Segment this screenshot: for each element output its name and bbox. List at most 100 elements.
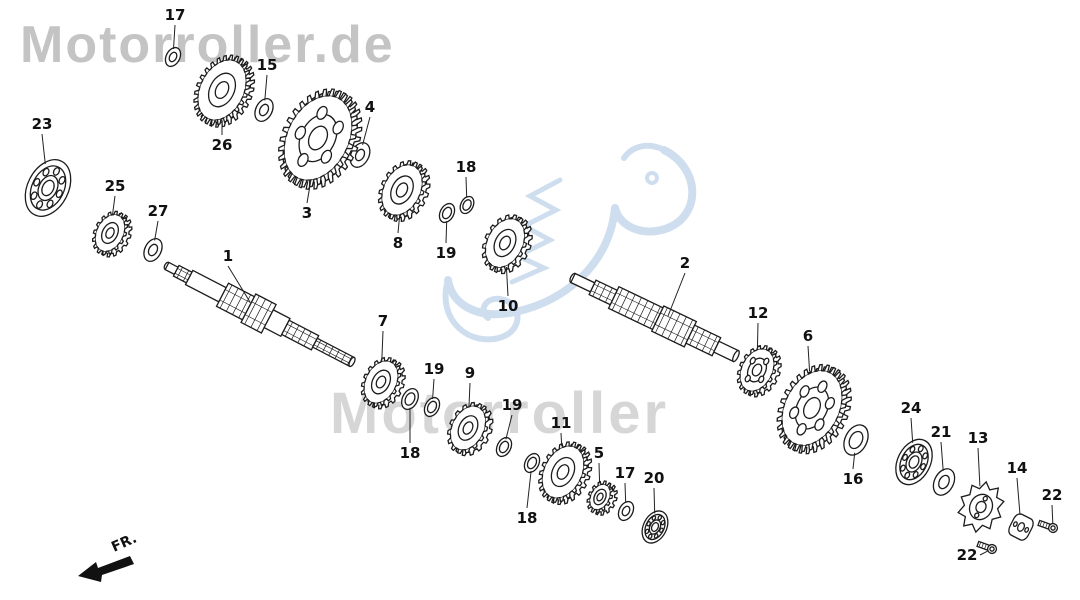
leader-line <box>667 272 686 317</box>
leader-line <box>1051 504 1054 524</box>
svg-line <box>334 349 340 359</box>
svg-circle <box>652 515 657 520</box>
svg-line <box>688 338 715 352</box>
callout-18: 18 <box>517 470 537 527</box>
svg-circle <box>1050 525 1055 530</box>
callout-23: 23 <box>32 115 52 165</box>
callout-18: 18 <box>400 407 420 462</box>
callout-17: 17 <box>165 6 185 50</box>
seahorse-logo-watermark <box>442 142 697 343</box>
svg-circle <box>478 212 533 274</box>
leader-line <box>979 550 988 556</box>
svg-circle <box>213 79 232 100</box>
leader-line <box>624 482 627 504</box>
svg-circle <box>965 490 996 523</box>
svg-line <box>174 272 189 281</box>
callout-9: 9 <box>465 364 475 407</box>
svg-circle <box>39 178 56 197</box>
part-number-label: 5 <box>594 444 604 462</box>
part-gear-6 <box>763 353 865 466</box>
leader-line <box>940 441 944 471</box>
svg-line <box>654 324 688 341</box>
bearing-face <box>889 433 940 491</box>
svg-circle <box>800 395 823 421</box>
svg-line <box>649 306 661 329</box>
svg-circle <box>621 505 632 517</box>
leader-line <box>1016 477 1021 516</box>
svg-line <box>297 328 306 343</box>
part-number-label: 17 <box>615 464 636 482</box>
leader-line <box>465 176 468 198</box>
svg-circle <box>758 375 765 383</box>
svg-line <box>661 310 675 337</box>
svg-line <box>611 302 656 324</box>
bolt-body <box>1037 519 1058 534</box>
svg-circle <box>657 515 662 520</box>
part-ring-18 <box>521 451 542 475</box>
svg-circle <box>770 361 854 456</box>
callout-17: 17 <box>615 464 636 504</box>
callout-15: 15 <box>257 56 277 101</box>
callout-3: 3 <box>302 178 312 222</box>
svg-ellipse <box>348 356 357 367</box>
svg-line <box>624 294 636 317</box>
svg-circle <box>315 105 329 121</box>
part-number-label: 16 <box>843 470 864 488</box>
svg-line <box>1042 522 1045 528</box>
leader-line <box>397 214 401 234</box>
svg-circle <box>648 534 653 539</box>
leader-line <box>432 378 435 400</box>
part-number-label: 19 <box>424 360 445 378</box>
logo-head-curl <box>611 146 697 236</box>
gear-face <box>353 351 408 413</box>
svg-line <box>238 294 251 318</box>
leader-line <box>807 345 811 372</box>
svg-line <box>655 307 668 334</box>
part-number-label: 1 <box>223 247 233 265</box>
svg-line <box>708 335 718 355</box>
part-number-label: 14 <box>1007 459 1028 477</box>
svg-circle <box>441 206 454 220</box>
svg-line <box>605 287 613 303</box>
callout-22: 22 <box>1042 486 1062 524</box>
svg-circle <box>904 472 911 479</box>
part-ring-21 <box>929 465 959 499</box>
bolt-body <box>976 540 997 555</box>
svg-circle <box>42 167 50 176</box>
svg-circle <box>902 454 909 461</box>
part-bearing-23 <box>16 152 80 224</box>
svg-line <box>244 295 260 325</box>
svg-line <box>673 316 687 343</box>
callout-19: 19 <box>502 396 522 440</box>
part-bearing-24 <box>889 433 940 491</box>
svg-circle <box>989 546 994 551</box>
gear-face <box>763 353 861 463</box>
part-plate-14 <box>1007 512 1036 542</box>
svg-circle <box>922 452 929 459</box>
part-shaft-2 <box>565 264 744 369</box>
parts-layer <box>16 45 1058 555</box>
svg-line <box>256 302 273 331</box>
logo-dorsal-fin <box>509 177 563 285</box>
svg-line <box>984 544 987 550</box>
part-ring-16 <box>839 421 873 459</box>
svg-circle <box>443 400 492 456</box>
svg-circle <box>750 363 763 378</box>
leader-line <box>852 452 856 470</box>
svg-line <box>598 284 607 300</box>
part-gear-9 <box>439 396 501 463</box>
callout-6: 6 <box>803 327 813 372</box>
logo-body <box>444 204 619 319</box>
callout-5: 5 <box>594 444 604 484</box>
svg-circle <box>1016 522 1026 533</box>
part-number-label: 18 <box>456 158 477 176</box>
svg-circle <box>1013 521 1018 527</box>
logo-tail-spiral <box>442 277 521 343</box>
leader-line <box>505 414 513 440</box>
part-number-label: 6 <box>803 327 813 345</box>
svg-line <box>692 329 719 343</box>
leader-line <box>41 133 46 165</box>
svg-line <box>695 329 705 349</box>
leader-line <box>154 220 159 241</box>
